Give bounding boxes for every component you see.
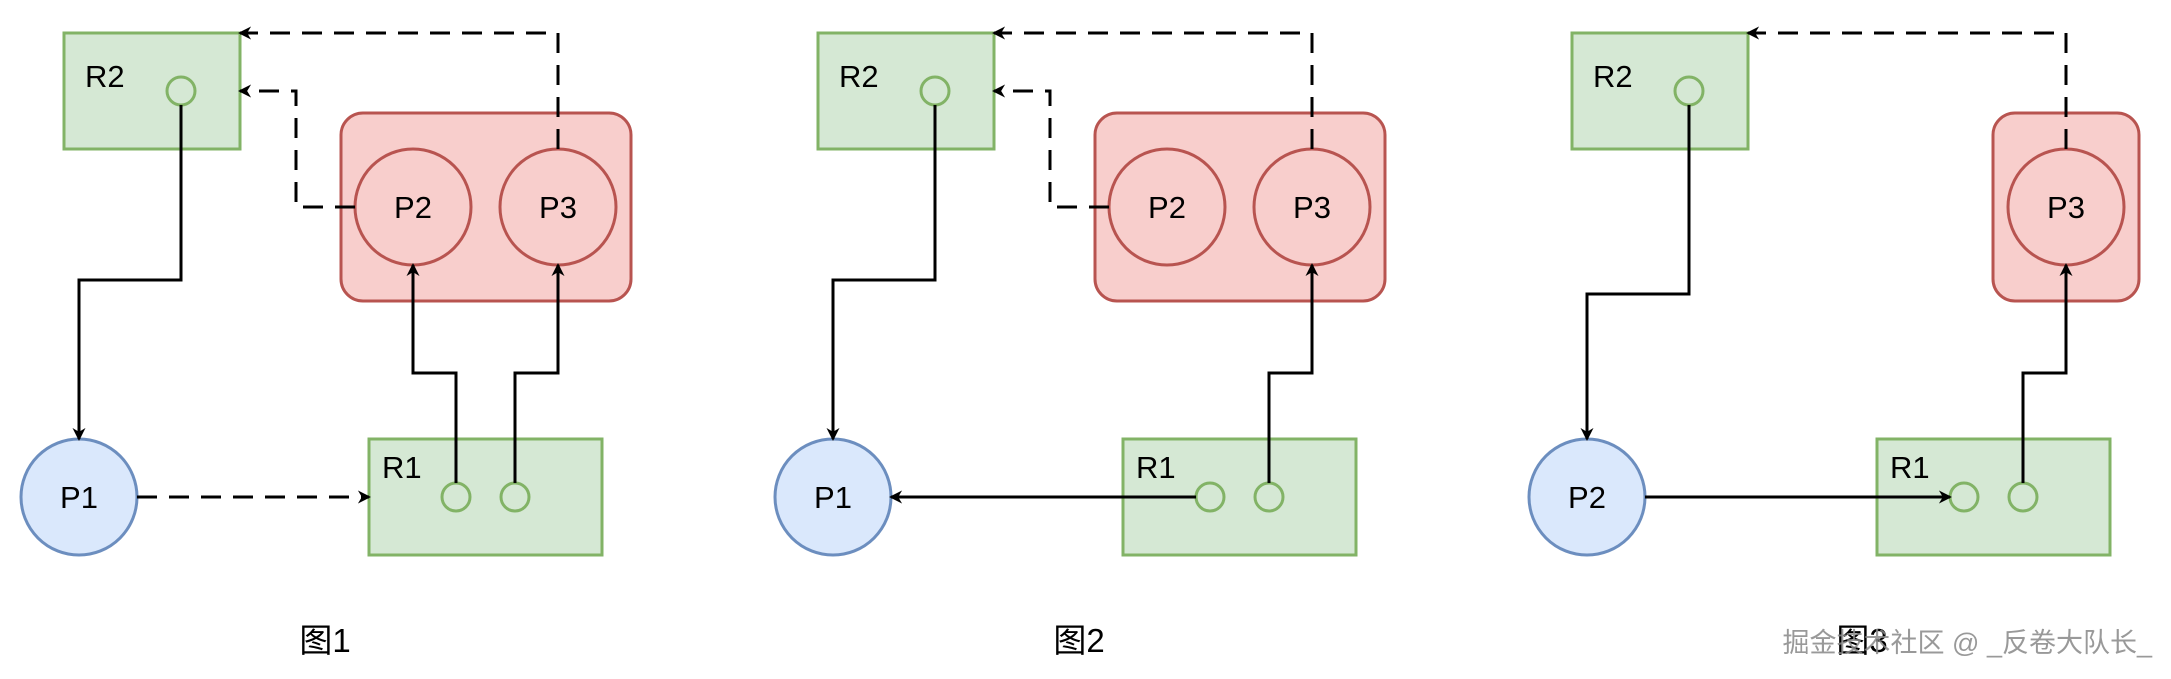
watermark: 掘金技术社区 @ _反卷大队长_	[1783, 628, 2153, 658]
resource-r1	[367, 437, 604, 557]
edge-r1-to-p3	[513, 263, 565, 483]
resource-r2-instance	[1673, 75, 1705, 107]
figure-1-caption: 图1	[299, 622, 350, 659]
figure-3: R2 R1 P3 P2 图3	[1527, 26, 2141, 659]
resource-r1-instance-1	[1948, 481, 1980, 513]
resource-r2-label: R2	[839, 59, 879, 94]
resource-r2-label: R2	[85, 59, 125, 94]
resource-r1-instance-1	[440, 481, 472, 513]
process-p2-label: P2	[1568, 480, 1606, 515]
process-p1-label: P1	[814, 480, 852, 515]
resource-r2	[62, 31, 242, 151]
resource-r1-instance-1	[1194, 481, 1226, 513]
resource-r2-instance	[919, 75, 951, 107]
edge-r1-to-p2	[406, 263, 458, 483]
resource-r2	[816, 31, 996, 151]
edge-r1-to-p3	[1267, 263, 1319, 483]
resource-r1-label: R1	[1136, 450, 1176, 485]
resource-r1-instance-2	[1253, 481, 1285, 513]
process-p3-label: P3	[1293, 190, 1331, 225]
edge-p2-request-r2	[238, 84, 355, 209]
resource-r1-label: R1	[382, 450, 422, 485]
process-p2-label: P2	[1148, 190, 1186, 225]
figure-2: R2 R1 P2 P3 P1 图2	[773, 26, 1387, 659]
edge-p3-request-r2	[992, 26, 1314, 149]
process-p3-label: P3	[2047, 190, 2085, 225]
resource-r2-instance	[165, 75, 197, 107]
process-p3-label: P3	[539, 190, 577, 225]
edge-p3-request-r2	[238, 26, 560, 149]
process-p1-label: P1	[60, 480, 98, 515]
resource-r2-label: R2	[1593, 59, 1633, 94]
process-p2-label: P2	[394, 190, 432, 225]
figure-1: R2 R1 P2 P3 P1 图1	[19, 26, 633, 659]
figure-2-caption: 图2	[1053, 622, 1104, 659]
resource-r2	[1570, 31, 1750, 151]
edge-r2-to-p2	[1580, 105, 1691, 441]
figure-3-caption: 图3	[1836, 622, 1887, 659]
edge-r2-to-p1	[72, 105, 183, 441]
edge-p2-request-r2	[992, 84, 1109, 209]
resource-r1-instance-2	[499, 481, 531, 513]
edge-r1-to-p3	[2021, 263, 2073, 483]
edge-p3-request-r2	[1746, 26, 2068, 149]
edge-r2-to-p1	[826, 105, 937, 441]
resource-r1-label: R1	[1890, 450, 1930, 485]
resource-r1-instance-2	[2007, 481, 2039, 513]
